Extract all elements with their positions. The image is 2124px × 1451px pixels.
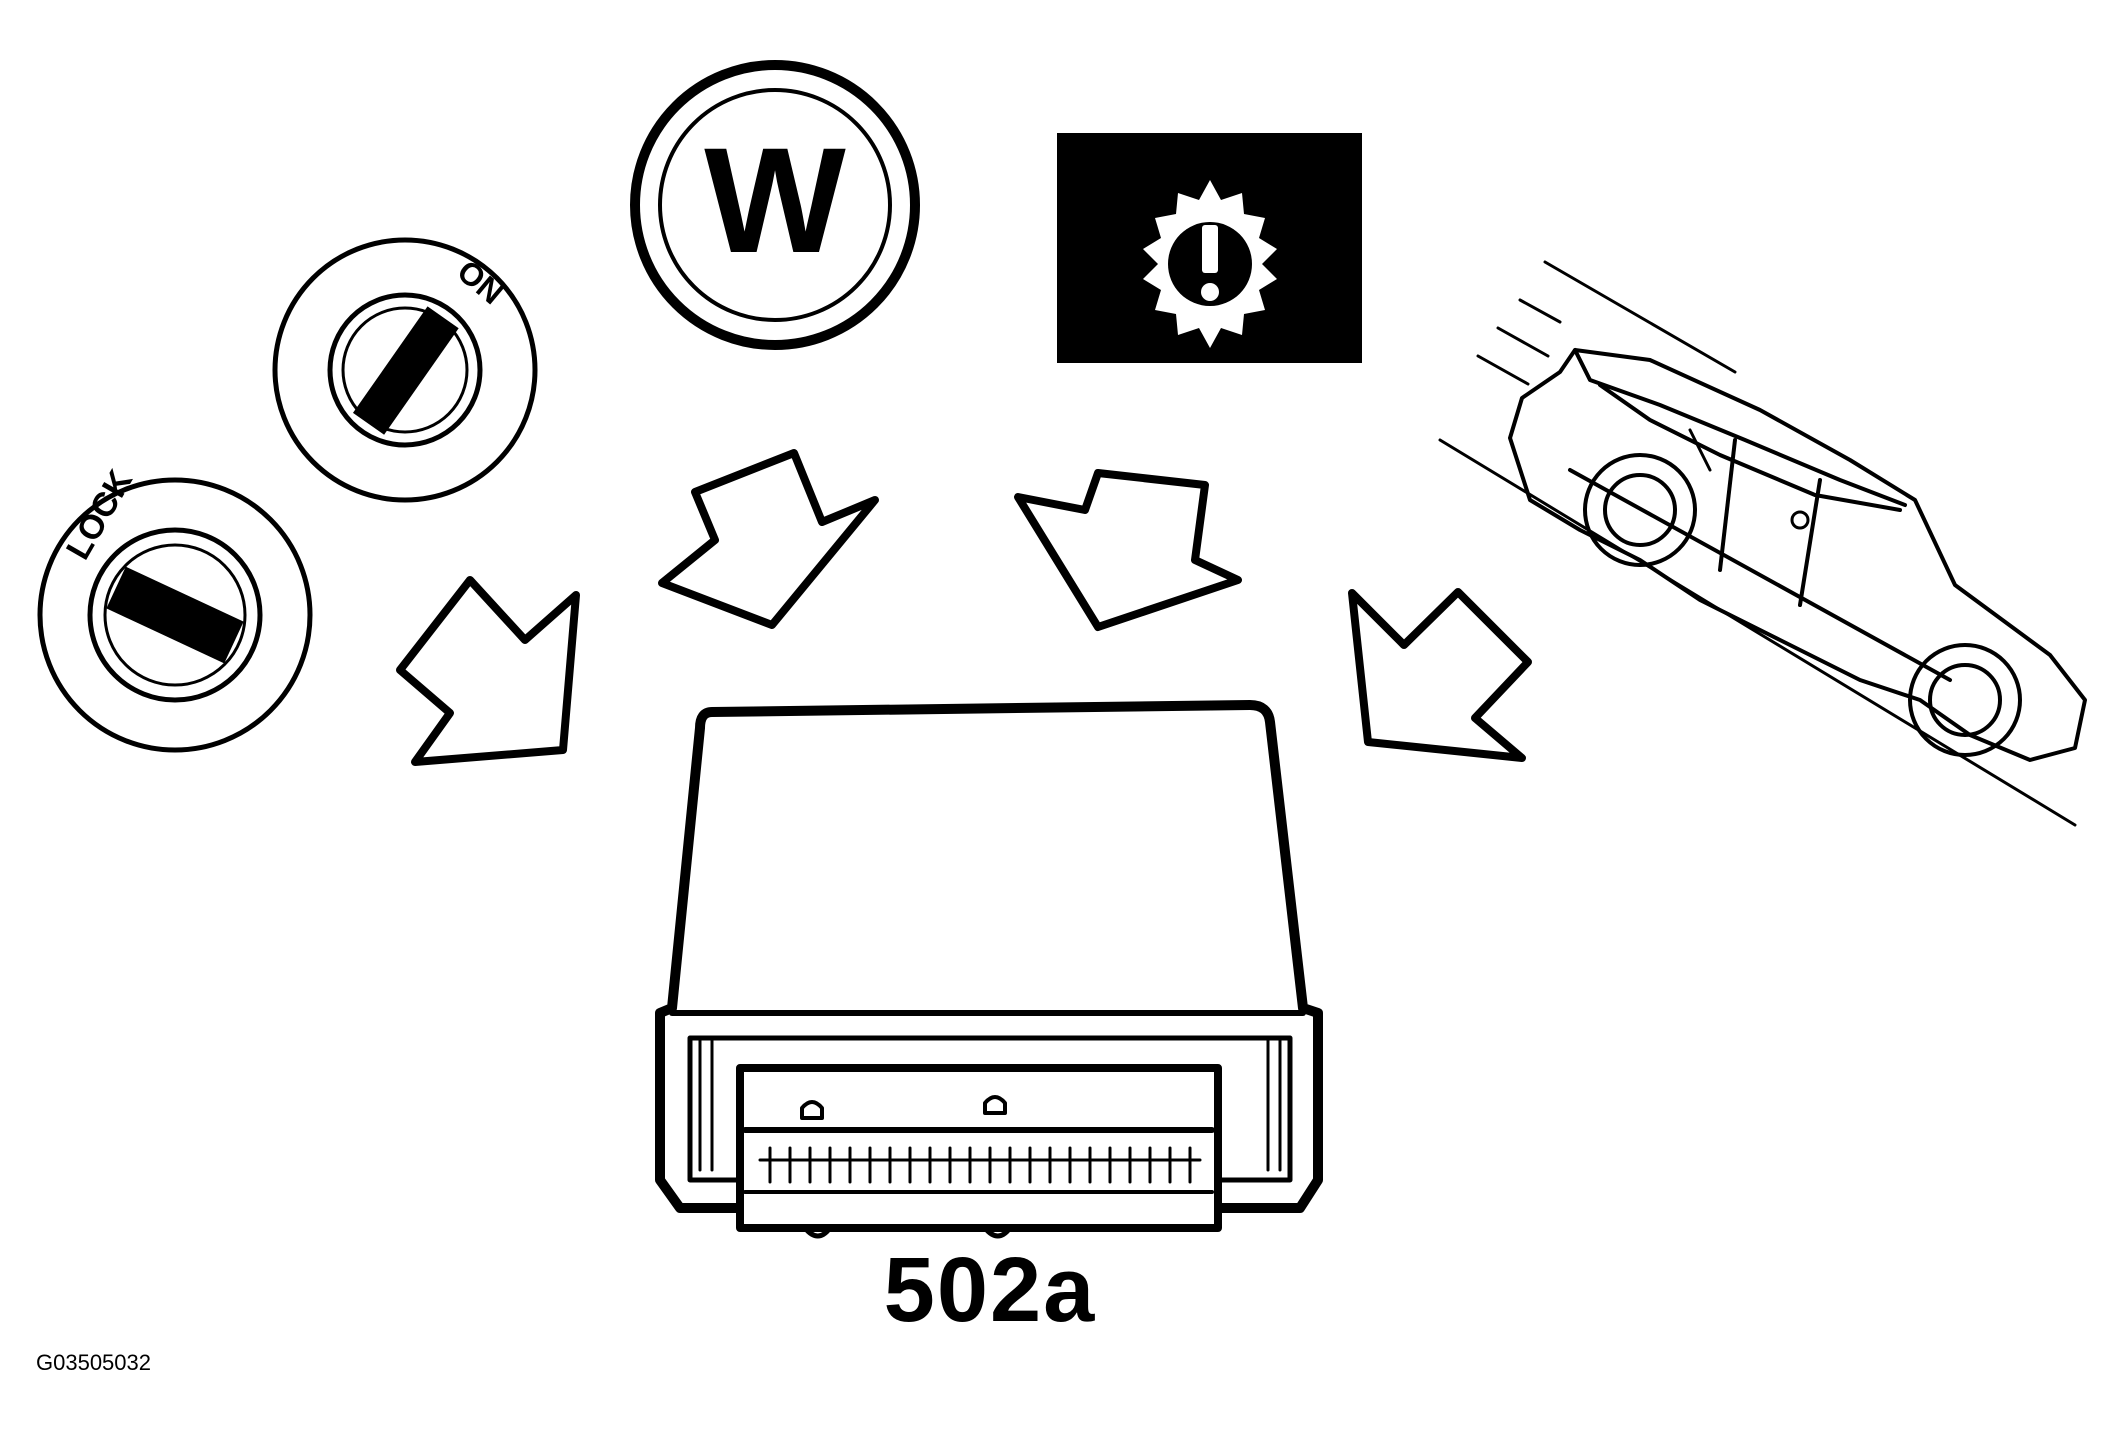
transmission-warning-icon <box>1057 133 1362 363</box>
connector-pins <box>758 1146 1202 1184</box>
lock-label: LOCK <box>59 463 140 566</box>
ignition-lock-icon: LOCK <box>37 463 313 753</box>
arrow-w-to-module <box>1014 469 1242 631</box>
control-module-icon <box>655 700 1323 1239</box>
figure-code: G03505032 <box>36 1350 151 1375</box>
arrow-lock-to-module <box>396 576 580 766</box>
arrow-on-to-module <box>658 449 879 629</box>
car-incline-icon <box>1438 260 2087 827</box>
arrows <box>396 449 1532 766</box>
warning-w-icon: W <box>630 60 920 350</box>
on-label: ON <box>451 253 511 311</box>
warning-w-label: W <box>704 116 846 284</box>
ignition-on-icon: ON <box>272 237 538 503</box>
part-label: 502a <box>883 1239 1097 1341</box>
arrow-car-to-module <box>1348 588 1532 762</box>
